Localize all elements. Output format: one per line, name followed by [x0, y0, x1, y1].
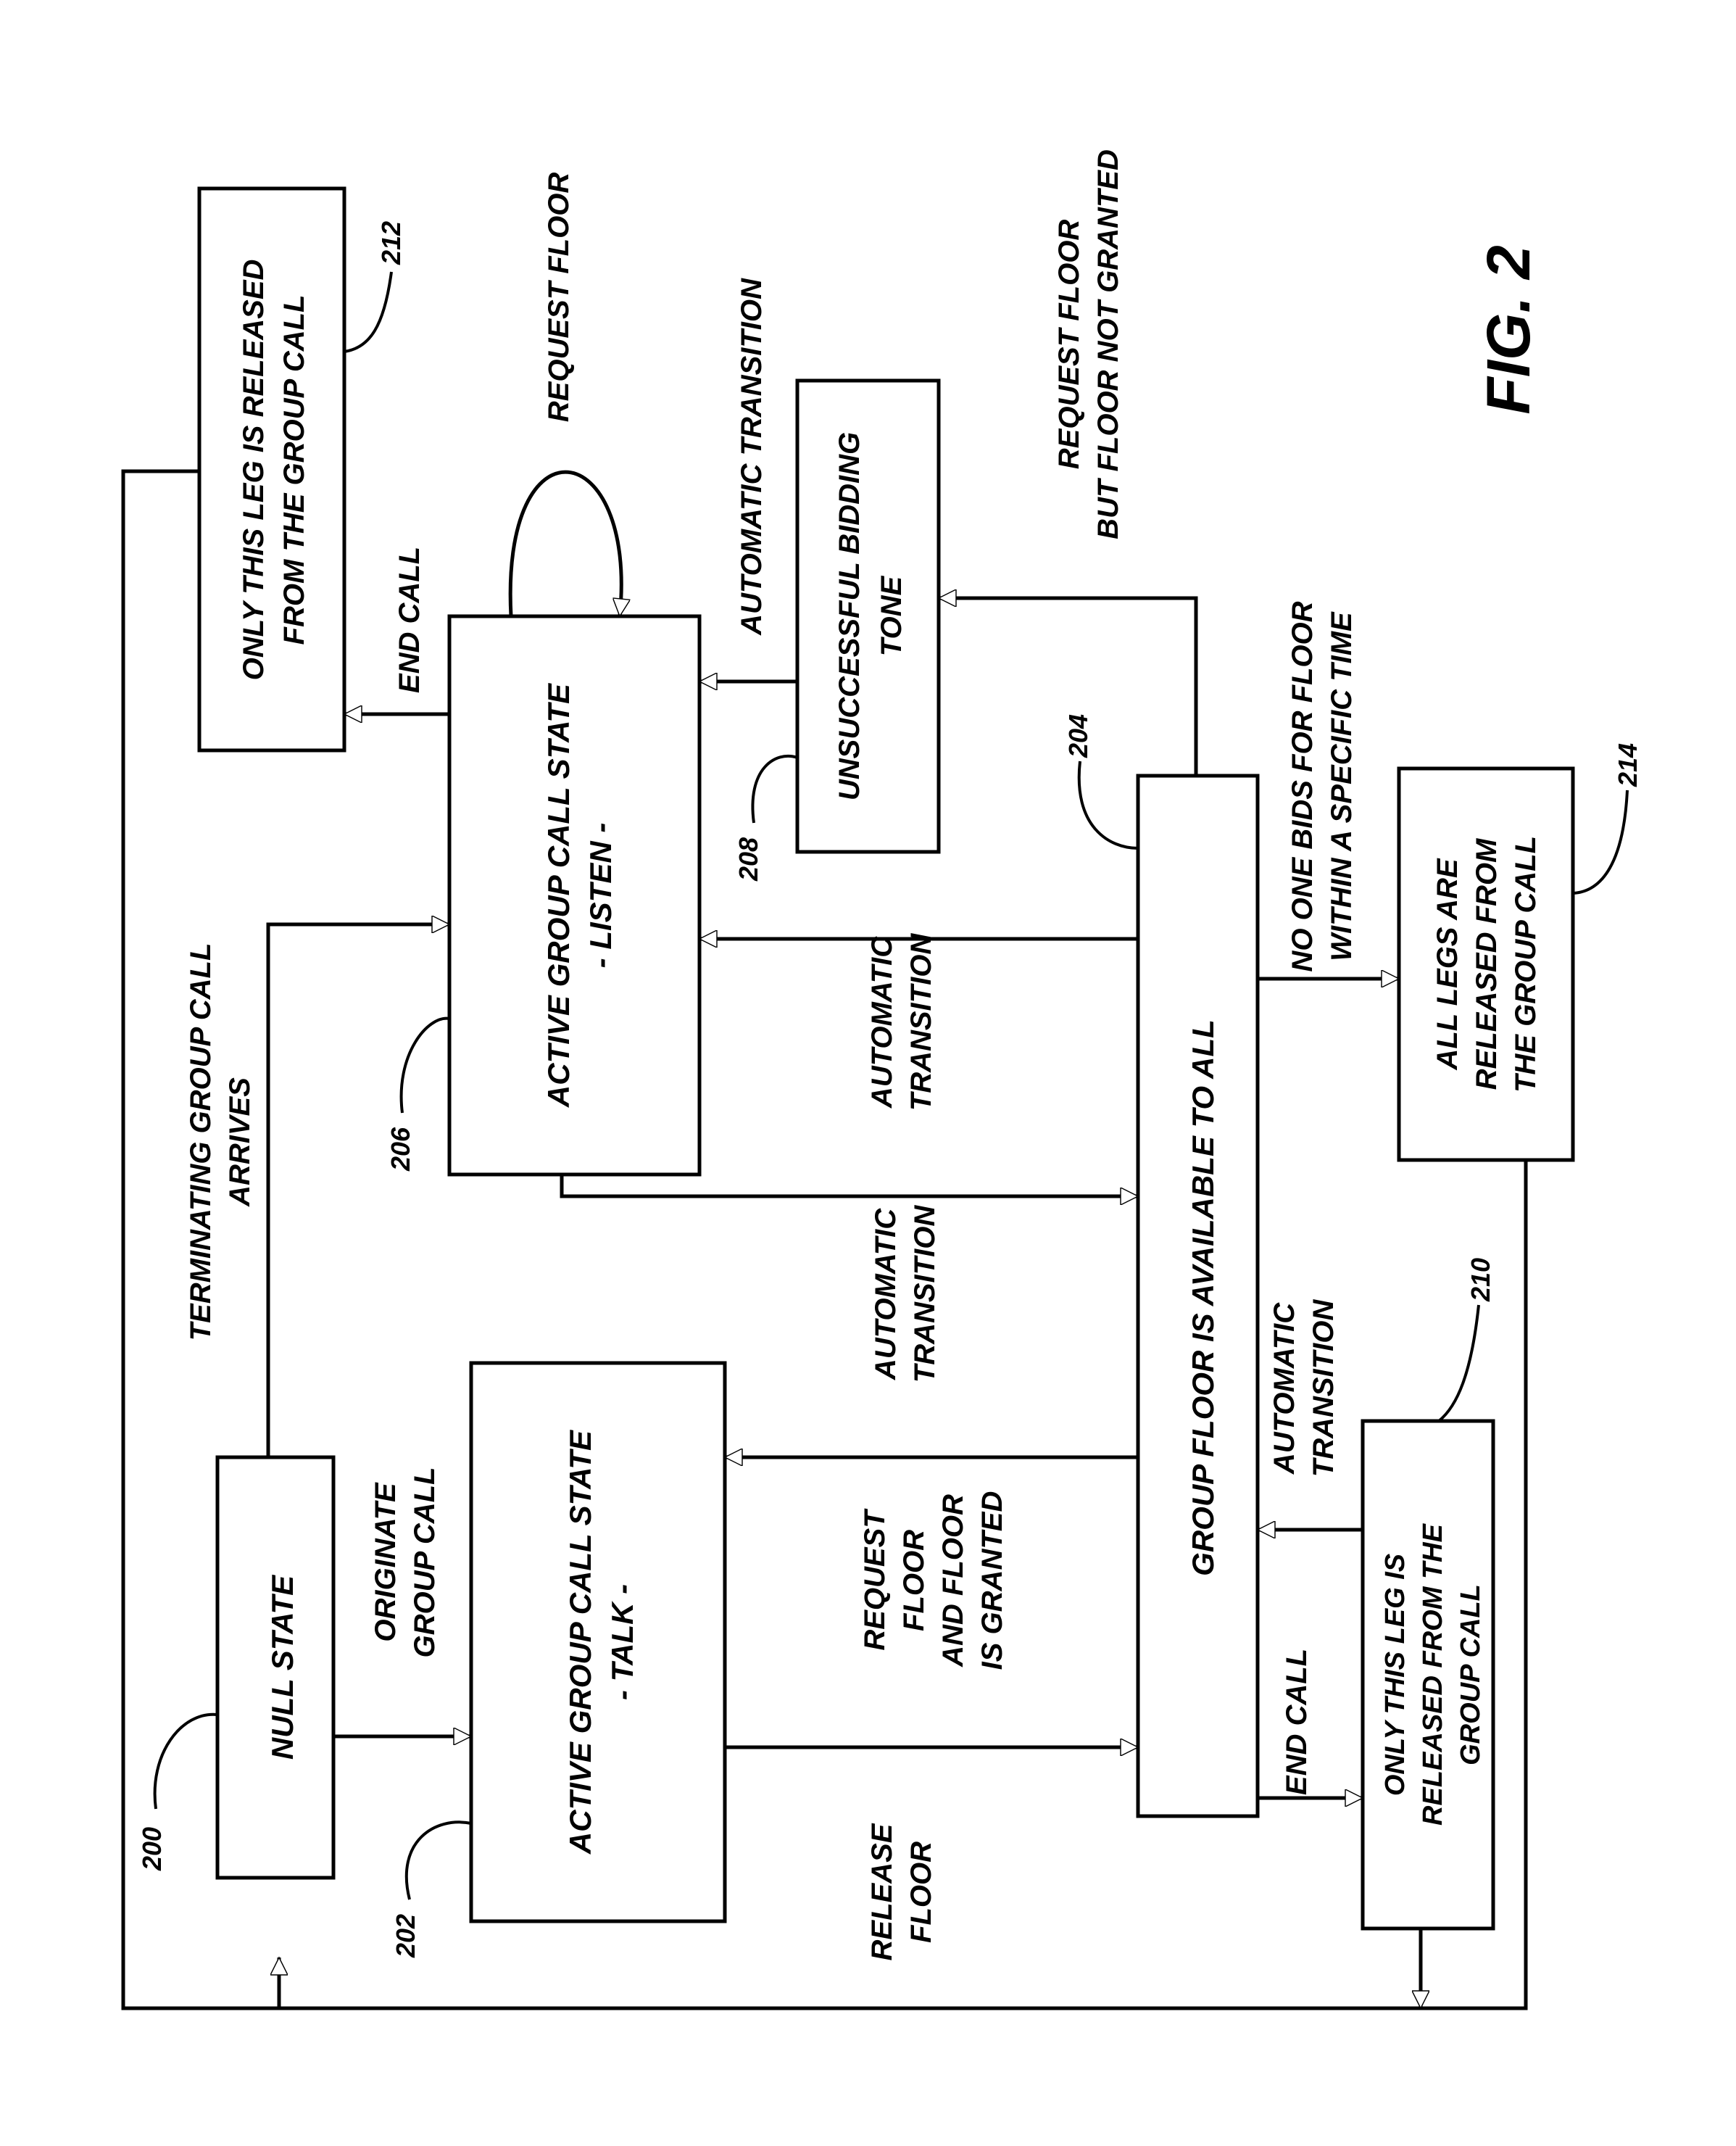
svg-text:ALL LEGS ARE: ALL LEGS ARE: [1432, 858, 1463, 1070]
svg-text:UNSUCCESSFUL BIDDING: UNSUCCESSFUL BIDDING: [834, 432, 865, 800]
svg-text:NULL STATE: NULL STATE: [265, 1574, 299, 1760]
svg-text:ACTIVE GROUP CALL STATE: ACTIVE GROUP CALL STATE: [541, 682, 576, 1108]
leader-212: [344, 272, 391, 352]
svg-text:212: 212: [376, 221, 406, 265]
ref-212: 212: [376, 221, 406, 265]
svg-text:ARRIVES: ARRIVES: [224, 1077, 256, 1207]
leader-208: [752, 756, 797, 823]
svg-text:ONLY THIS LEG IS RELEASED: ONLY THIS LEG IS RELEASED: [238, 260, 270, 681]
svg-text:204: 204: [1063, 714, 1093, 758]
svg-text:RELEASED FROM: RELEASED FROM: [1471, 837, 1503, 1090]
label-request-floor-granted: REQUEST FLOOR AND FLOOR IS GRANTED: [859, 1491, 1008, 1670]
arrow-null-to-listen: [268, 924, 449, 1457]
svg-text:FLOOR: FLOOR: [898, 1530, 930, 1631]
ref-214: 214: [1613, 743, 1642, 787]
svg-text:FLOOR: FLOOR: [905, 1842, 937, 1943]
leader-200: [155, 1715, 217, 1809]
svg-text:END CALL: END CALL: [394, 547, 425, 693]
svg-text:IS GRANTED: IS GRANTED: [976, 1491, 1008, 1670]
svg-text:ONLY THIS LEG IS: ONLY THIS LEG IS: [1380, 1554, 1411, 1796]
label-auto-listen: AUTOMATIC TRANSITION: [866, 933, 937, 1111]
svg-text:THE GROUP CALL: THE GROUP CALL: [1510, 836, 1542, 1093]
ref-204: 204: [1063, 714, 1093, 758]
svg-text:ACTIVE GROUP CALL STATE: ACTIVE GROUP CALL STATE: [563, 1429, 597, 1855]
label-auto-talk: AUTOMATIC TRANSITION: [870, 1205, 941, 1383]
leader-202: [407, 1822, 471, 1900]
leader-204: [1079, 761, 1138, 848]
leader-214: [1573, 790, 1627, 893]
all-legs-released-label: ALL LEGS ARE RELEASED FROM THE GROUP CAL…: [1432, 836, 1542, 1093]
svg-text:- LISTEN -: - LISTEN -: [583, 823, 618, 969]
svg-text:AUTOMATIC: AUTOMATIC: [870, 1208, 902, 1380]
svg-text:RELEASE: RELEASE: [866, 1823, 898, 1960]
svg-text:- TALK -: - TALK -: [605, 1584, 639, 1700]
svg-text:AND FLOOR: AND FLOOR: [937, 1494, 969, 1668]
svg-text:REQUEST: REQUEST: [859, 1508, 891, 1651]
label-auto-leg: AUTOMATIC TRANSITION: [1268, 1299, 1340, 1478]
svg-text:REQUEST FLOOR: REQUEST FLOOR: [543, 173, 575, 423]
bidding-tone-box: [797, 381, 939, 852]
svg-text:TERMINATING GROUP CALL: TERMINATING GROUP CALL: [185, 943, 217, 1341]
svg-text:GROUP CALL: GROUP CALL: [409, 1467, 441, 1658]
svg-text:TRANSITION: TRANSITION: [905, 933, 937, 1111]
svg-text:RELEASED FROM THE: RELEASED FROM THE: [1418, 1522, 1448, 1826]
svg-text:214: 214: [1613, 743, 1642, 787]
ref-206: 206: [386, 1127, 415, 1172]
ref-200: 200: [137, 1827, 167, 1871]
svg-text:AUTOMATIC TRANSITION: AUTOMATIC TRANSITION: [736, 278, 768, 636]
svg-text:NO ONE BIDS FOR FLOOR: NO ONE BIDS FOR FLOOR: [1287, 601, 1318, 972]
svg-text:TONE: TONE: [876, 575, 908, 656]
svg-text:ORIGINATE: ORIGINATE: [370, 1482, 402, 1642]
arrow-listen-to-floor: [562, 1174, 1138, 1196]
svg-text:208: 208: [734, 837, 763, 882]
label-no-one-bids: NO ONE BIDS FOR FLOOR WITHIN A SPECIFIC …: [1287, 601, 1358, 972]
svg-text:210: 210: [1466, 1258, 1495, 1302]
label-request-not-granted: REQUEST FLOOR BUT FLOOR NOT GRANTED: [1053, 149, 1124, 539]
label-terminating-arrives: TERMINATING GROUP CALL ARRIVES: [185, 943, 256, 1341]
svg-text:GROUP CALL: GROUP CALL: [1455, 1584, 1486, 1765]
label-release-floor: RELEASE FLOOR: [866, 1823, 937, 1960]
svg-text:FIG. 2: FIG. 2: [1474, 245, 1542, 414]
label-auto-bidding: AUTOMATIC TRANSITION: [736, 278, 768, 636]
svg-text:FROM THE GROUP CALL: FROM THE GROUP CALL: [278, 295, 310, 645]
svg-text:200: 200: [137, 1827, 167, 1871]
label-originate: ORIGINATE GROUP CALL: [370, 1467, 441, 1658]
svg-text:TRANSITION: TRANSITION: [1308, 1299, 1340, 1478]
svg-text:END CALL: END CALL: [1281, 1649, 1313, 1795]
svg-text:BUT FLOOR NOT GRANTED: BUT FLOOR NOT GRANTED: [1092, 149, 1124, 539]
svg-text:202: 202: [391, 1914, 420, 1958]
svg-text:AUTOMATIC: AUTOMATIC: [1268, 1302, 1300, 1475]
leader-206: [402, 1019, 449, 1113]
figure-label: FIG. 2: [1474, 245, 1542, 414]
floor-available-label: GROUP FLOOR IS AVAILABLE TO ALL: [1186, 1019, 1220, 1576]
arrow-listen-self: [510, 472, 621, 616]
svg-text:TRANSITION: TRANSITION: [909, 1205, 941, 1383]
label-end-call-bottom: END CALL: [1281, 1649, 1313, 1795]
ref-208: 208: [734, 837, 763, 882]
label-end-call-top: END CALL: [394, 547, 425, 693]
svg-text:WITHIN A SPECIFIC TIME: WITHIN A SPECIFIC TIME: [1326, 611, 1358, 961]
label-request-floor-self: REQUEST FLOOR: [543, 173, 575, 423]
ref-202: 202: [391, 1914, 420, 1958]
leader-210: [1439, 1305, 1479, 1421]
svg-text:REQUEST FLOOR: REQUEST FLOOR: [1053, 220, 1085, 470]
svg-text:AUTOMATIC: AUTOMATIC: [866, 936, 898, 1109]
svg-text:206: 206: [386, 1127, 415, 1172]
null-state-label: NULL STATE: [265, 1574, 299, 1760]
svg-text:GROUP FLOOR IS AVAILABLE TO AL: GROUP FLOOR IS AVAILABLE TO ALL: [1186, 1019, 1220, 1576]
ref-210: 210: [1466, 1258, 1495, 1302]
talk-state-box: [471, 1363, 725, 1921]
leg-released-top-box: [199, 188, 344, 750]
